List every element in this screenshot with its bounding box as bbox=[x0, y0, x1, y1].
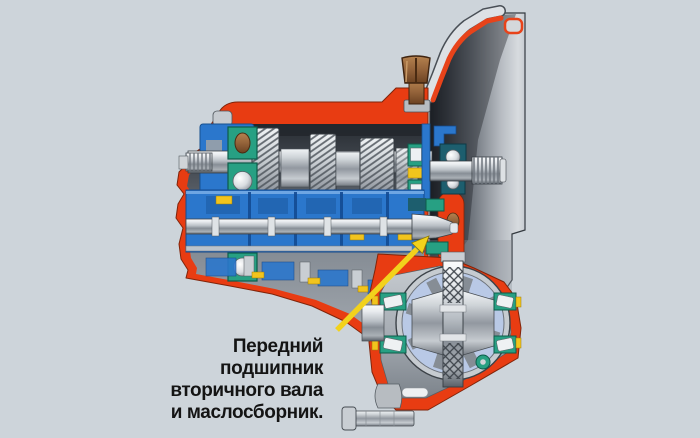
shaft-tip bbox=[499, 158, 507, 183]
gear-hub bbox=[205, 257, 237, 277]
caption-line-3: вторичного вала bbox=[170, 380, 323, 401]
case-lug bbox=[374, 383, 403, 409]
hub-block bbox=[352, 198, 382, 214]
differential-bearing-right bbox=[493, 292, 522, 354]
hub-block bbox=[258, 198, 288, 214]
drain-plug-head bbox=[341, 406, 357, 431]
secondary-shaft-assembly bbox=[185, 189, 425, 253]
shaft-end-disc bbox=[178, 155, 189, 170]
thrust-washer bbox=[251, 271, 265, 279]
gear-hub bbox=[317, 269, 349, 287]
caption-line-4: и маслосборник. bbox=[170, 402, 324, 423]
caption-line-1: Передний bbox=[232, 336, 323, 357]
hub-highlight bbox=[186, 191, 424, 194]
bearing-cage bbox=[425, 241, 449, 255]
breather-plug bbox=[401, 55, 431, 113]
housing-notch bbox=[503, 17, 524, 35]
case-slot bbox=[401, 387, 429, 398]
differential bbox=[341, 251, 522, 431]
fork-pin bbox=[351, 269, 363, 289]
caption-line-2: подшипник bbox=[220, 358, 323, 379]
fork-pin bbox=[243, 255, 255, 277]
chamber-top-shadow bbox=[234, 124, 424, 136]
tapered-roller bbox=[495, 294, 514, 309]
pinion-shaft bbox=[439, 251, 467, 388]
bearing-bracket bbox=[433, 125, 457, 147]
breather-cap-highlight bbox=[405, 60, 408, 83]
arrow-head bbox=[410, 235, 430, 255]
bell-housing-red-liner bbox=[430, 15, 504, 103]
shaft-collar-2 bbox=[335, 151, 361, 187]
thrust-washer bbox=[357, 285, 369, 293]
secondary-shaft-tip bbox=[411, 213, 453, 241]
axle-stub-left bbox=[361, 304, 385, 342]
shaft-ring bbox=[323, 216, 332, 237]
tapered-roller bbox=[383, 294, 403, 309]
case-bolt-center bbox=[480, 359, 486, 365]
tapered-roller bbox=[383, 337, 403, 352]
seal-yellow bbox=[515, 296, 522, 308]
fork-pin bbox=[299, 261, 311, 283]
roller bbox=[410, 147, 422, 162]
shaft-ring bbox=[267, 216, 276, 237]
tapered-roller bbox=[496, 337, 515, 352]
ball-bearing bbox=[232, 171, 253, 191]
input-shaft-clutch-end bbox=[429, 125, 507, 195]
shaft-tip-cap bbox=[449, 222, 459, 234]
shaft-ring bbox=[211, 216, 220, 237]
side-gear-right bbox=[462, 290, 495, 356]
seal-yellow bbox=[515, 337, 522, 349]
drain-plug bbox=[341, 406, 415, 431]
thrust-washer bbox=[307, 277, 321, 285]
shaft-collar-1 bbox=[280, 148, 310, 188]
spline-ticks bbox=[472, 157, 502, 184]
selector-rod bbox=[185, 245, 413, 252]
bell-housing-edge-highlight bbox=[423, 6, 505, 103]
caption: Передний подшипник вторичного вала и мас… bbox=[170, 336, 323, 424]
gear-hub bbox=[261, 261, 295, 281]
arrow-line bbox=[335, 247, 419, 332]
drain-plug-shank bbox=[351, 410, 415, 427]
hub-block bbox=[306, 198, 336, 214]
side-gear-left bbox=[411, 290, 444, 356]
shaft-ring bbox=[379, 216, 388, 237]
output-shaft bbox=[429, 160, 475, 182]
spline-ticks bbox=[186, 153, 212, 171]
bearing-cage bbox=[425, 198, 445, 212]
differential-bearing-left bbox=[371, 292, 407, 354]
secondary-shaft-front-bearing bbox=[408, 191, 465, 265]
pointer-arrow bbox=[335, 235, 430, 332]
seal-block bbox=[408, 198, 426, 211]
roller bbox=[234, 132, 251, 154]
thrust-washer bbox=[215, 195, 233, 205]
